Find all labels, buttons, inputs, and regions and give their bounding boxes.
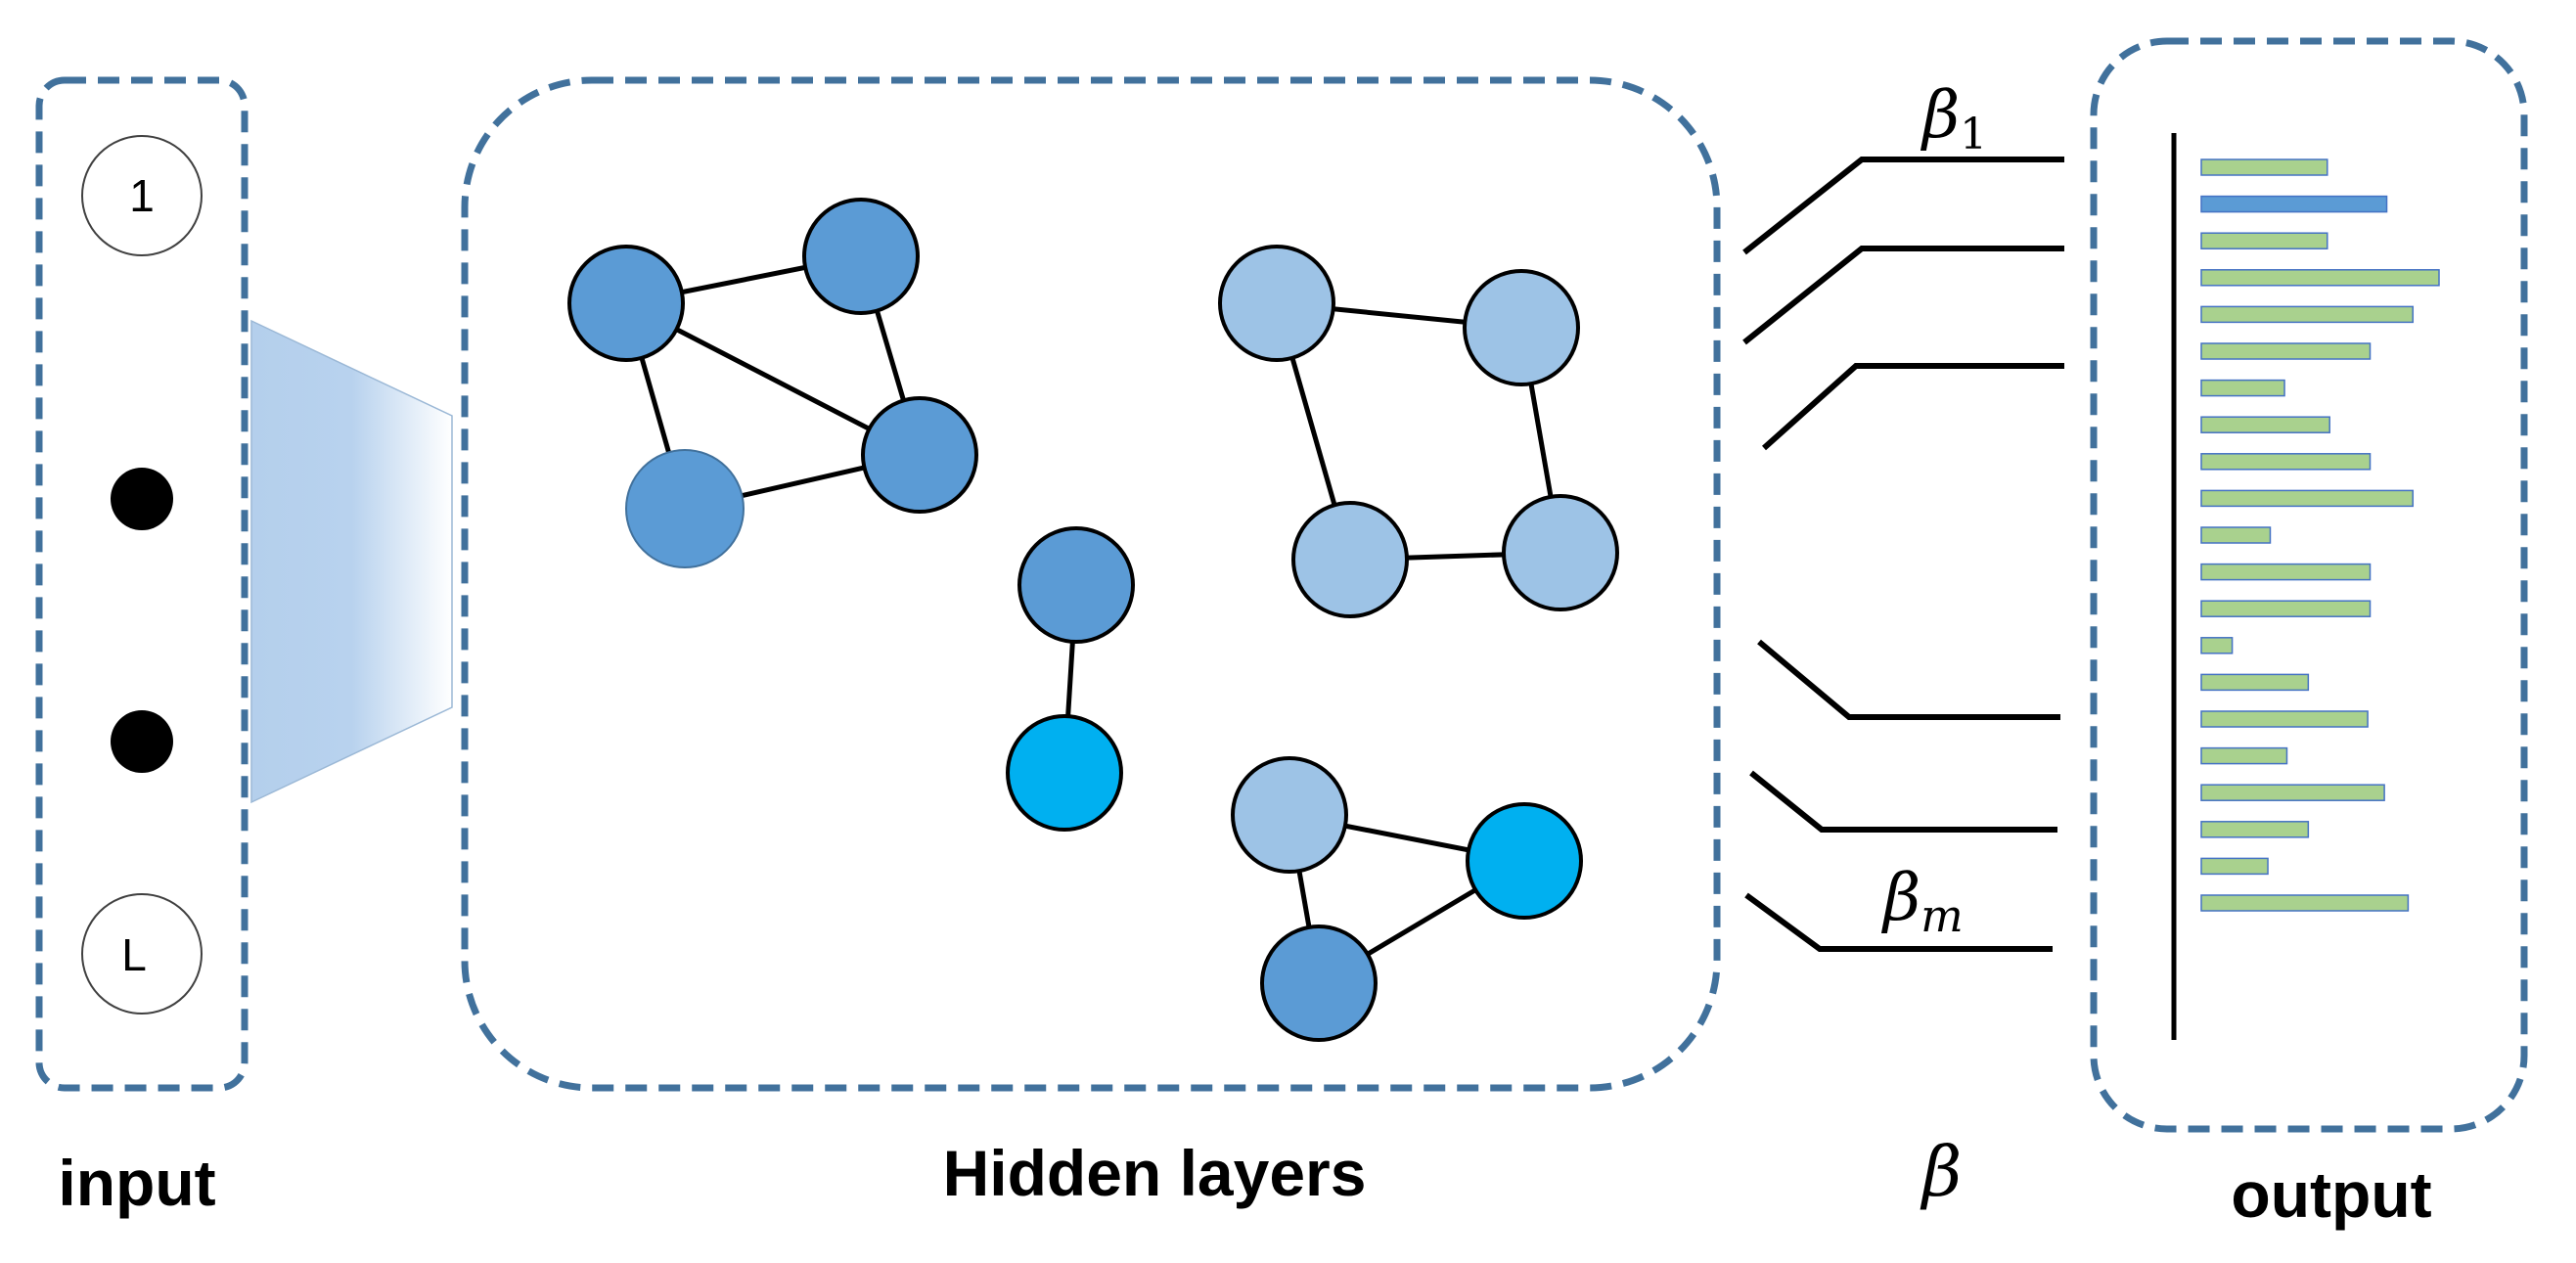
output-bar bbox=[2200, 821, 2310, 838]
input-node-dot bbox=[111, 468, 173, 530]
input-panel: 1 L bbox=[35, 76, 249, 1092]
hidden-node bbox=[625, 449, 745, 568]
hidden-node bbox=[1017, 526, 1135, 644]
input-node-dot bbox=[111, 710, 173, 773]
hidden-node bbox=[861, 396, 978, 514]
output-bar bbox=[2200, 857, 2269, 876]
hidden-node bbox=[1231, 756, 1348, 874]
hidden-node bbox=[1006, 714, 1123, 832]
hidden-layers-label: Hidden layers bbox=[943, 1137, 1367, 1209]
weight-connector bbox=[1744, 892, 2053, 952]
output-bar bbox=[2200, 710, 2369, 728]
output-label: output bbox=[2231, 1158, 2431, 1231]
output-bar bbox=[2200, 637, 2234, 654]
input-node-first-label: 1 bbox=[129, 170, 155, 221]
output-bar bbox=[2200, 673, 2310, 692]
output-bar bbox=[2200, 232, 2328, 249]
cluster-center-pair bbox=[1006, 526, 1135, 832]
hidden-node bbox=[1502, 494, 1619, 611]
hidden-layers-box bbox=[461, 76, 1721, 1092]
weight-connector bbox=[1742, 246, 2064, 345]
hidden-node bbox=[802, 198, 920, 315]
output-bar bbox=[2200, 784, 2385, 801]
output-bar bbox=[2200, 526, 2272, 544]
output-bar bbox=[2200, 379, 2285, 397]
hidden-node bbox=[1260, 925, 1378, 1042]
hidden-node bbox=[1291, 501, 1409, 618]
output-bar bbox=[2200, 563, 2372, 581]
output-bar bbox=[2200, 600, 2372, 617]
beta-label: β bbox=[1920, 1132, 1962, 1212]
hidden-node bbox=[567, 245, 685, 362]
weight-connector bbox=[1749, 770, 2057, 833]
input-label: input bbox=[58, 1147, 215, 1219]
output-bar-highlighted bbox=[2200, 195, 2388, 213]
output-box bbox=[2090, 37, 2528, 1133]
cluster-top-left bbox=[567, 198, 978, 568]
output-bar bbox=[2200, 746, 2288, 765]
hidden-node bbox=[1466, 802, 1583, 920]
input-projection-funnel bbox=[250, 319, 453, 804]
hidden-node bbox=[1463, 269, 1580, 386]
output-panel bbox=[2090, 37, 2528, 1133]
hidden-layers-panel bbox=[461, 76, 1721, 1092]
input-box bbox=[35, 76, 249, 1092]
cluster-bottom-right bbox=[1231, 756, 1583, 1042]
output-bar bbox=[2200, 416, 2330, 433]
weight-connector bbox=[1762, 363, 2064, 451]
output-bars bbox=[2200, 158, 2440, 912]
output-bar bbox=[2200, 158, 2328, 176]
hidden-node bbox=[1218, 245, 1335, 362]
beta-weights bbox=[1742, 157, 2064, 952]
weight-connector bbox=[1757, 639, 2060, 720]
output-bar bbox=[2200, 894, 2410, 912]
output-bar bbox=[2200, 305, 2415, 324]
beta-first-weight: β1 bbox=[1920, 77, 1987, 159]
weight-connector bbox=[1742, 157, 2064, 255]
output-bar bbox=[2200, 342, 2372, 360]
cluster-top-right bbox=[1218, 245, 1619, 618]
beta-last-weight: βm bbox=[1880, 860, 1964, 942]
output-bar bbox=[2200, 489, 2415, 508]
output-bar bbox=[2200, 269, 2440, 287]
input-node-last-label: L bbox=[121, 929, 147, 980]
input-node-last bbox=[81, 893, 203, 1015]
output-bar bbox=[2200, 453, 2372, 471]
input-node-first bbox=[81, 135, 203, 256]
